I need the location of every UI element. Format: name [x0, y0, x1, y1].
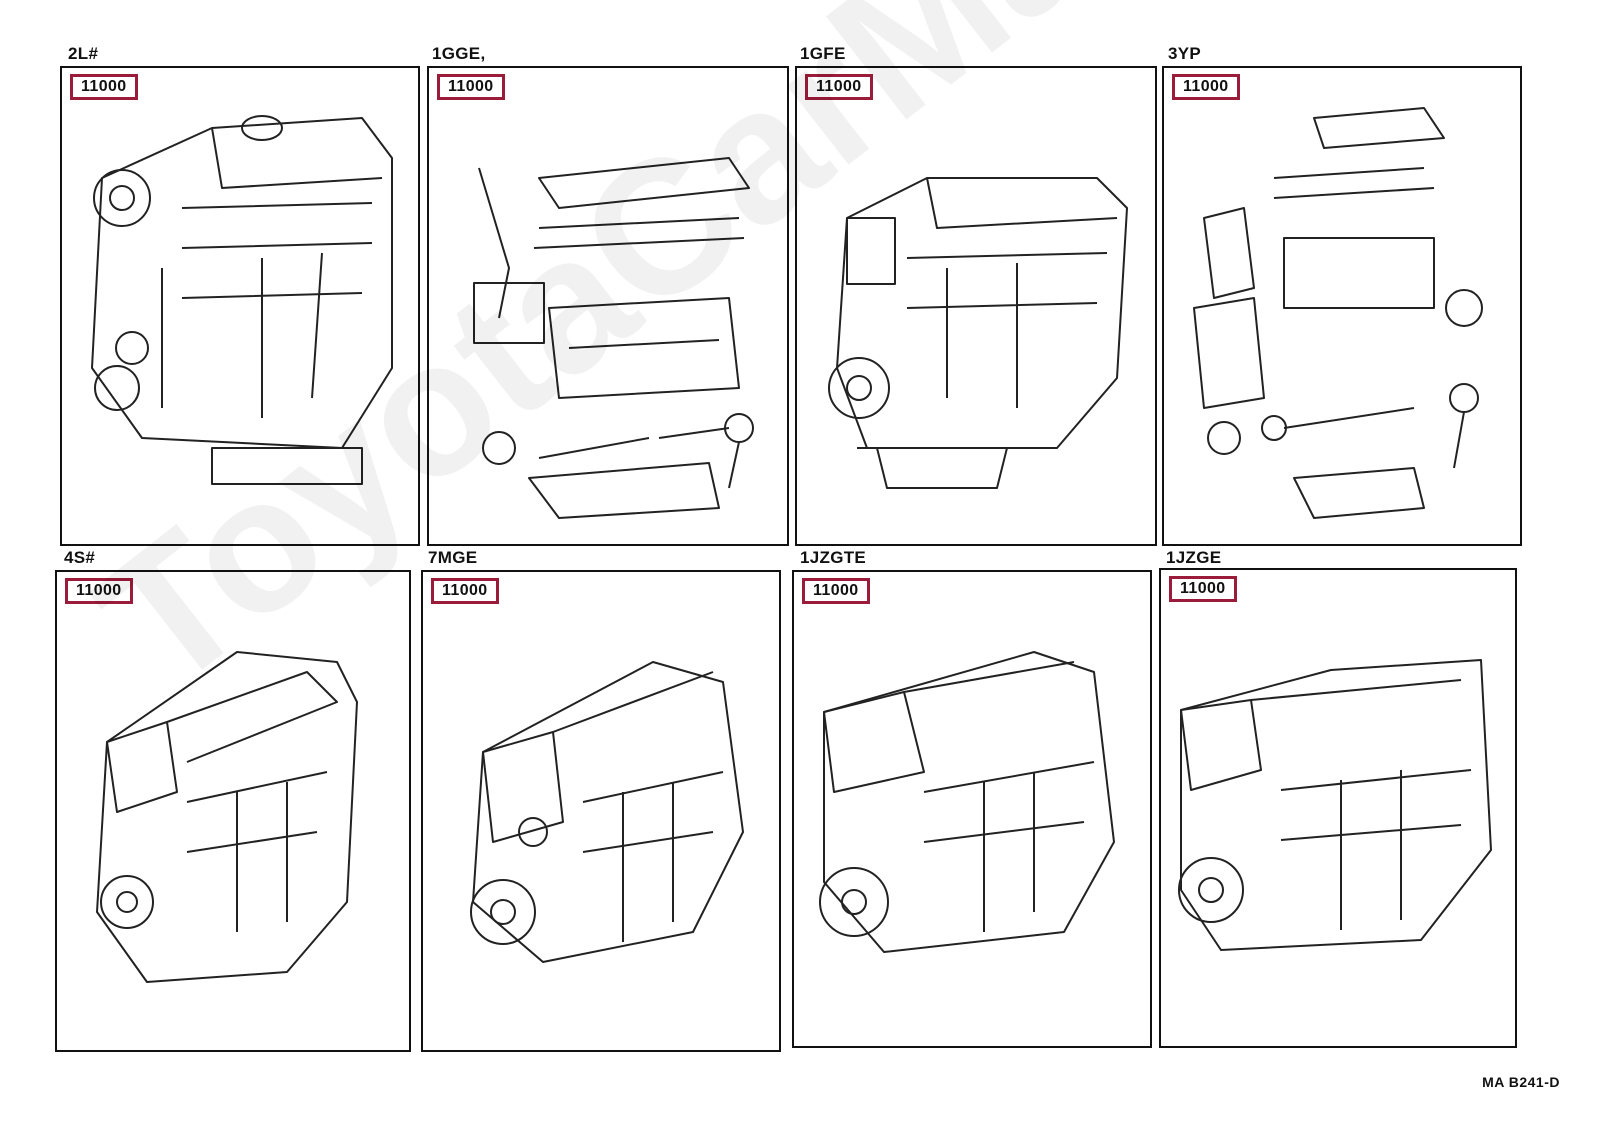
assembled-engine-drawing-icon [828, 177, 1128, 489]
assembled-engine-drawing-icon [96, 651, 358, 983]
part-number-box[interactable]: 11000 [1169, 576, 1237, 602]
engine-label: 4S# [64, 548, 96, 567]
exploded-engine-drawing-icon [473, 157, 754, 519]
engine-panel[interactable]: 11000 [1162, 66, 1522, 546]
part-number-box[interactable]: 11000 [1172, 74, 1240, 100]
engine-label: 1JZGTE [800, 548, 867, 567]
diagram-code: MA B241-D [1482, 1074, 1560, 1090]
part-number-box[interactable]: 11000 [805, 74, 873, 100]
engine-panel[interactable]: 11000 [427, 66, 789, 546]
engine-panel[interactable]: 11000 [421, 570, 781, 1052]
exploded-engine-drawing-icon [1193, 107, 1483, 519]
assembled-engine-drawing-icon [91, 115, 393, 485]
engine-panel[interactable]: 11000 [60, 66, 420, 546]
engine-label: 1GFE [800, 44, 846, 63]
part-number-box[interactable]: 11000 [431, 578, 499, 604]
assembled-engine-drawing-icon [819, 651, 1115, 953]
engine-label: 3YP [1168, 44, 1202, 63]
assembled-engine-drawing-icon [1178, 659, 1492, 951]
engine-panel[interactable]: 11000 [1159, 568, 1517, 1048]
engine-label: 7MGE [428, 548, 478, 567]
engine-panel[interactable]: 11000 [792, 570, 1152, 1048]
engine-panel[interactable]: 11000 [55, 570, 411, 1052]
part-number-box[interactable]: 11000 [802, 578, 870, 604]
part-number-box[interactable]: 11000 [437, 74, 505, 100]
part-number-box[interactable]: 11000 [65, 578, 133, 604]
engine-panel[interactable]: 11000 [795, 66, 1157, 546]
assembled-engine-drawing-icon [470, 661, 744, 963]
engine-label: 2L# [68, 44, 99, 63]
engine-label: 1JZGE [1166, 548, 1222, 567]
part-number-box[interactable]: 11000 [70, 74, 138, 100]
